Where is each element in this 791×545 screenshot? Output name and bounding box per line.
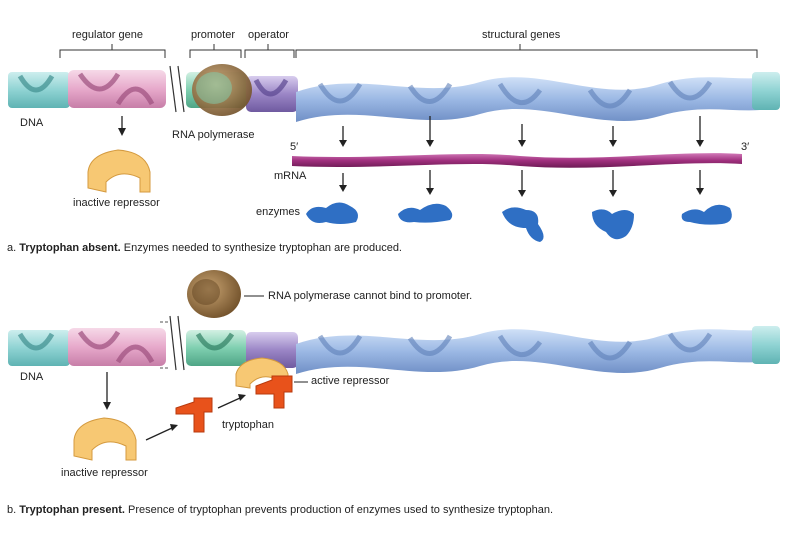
label-active-repressor: active repressor — [311, 375, 390, 387]
inactive-repressor-b — [73, 417, 137, 461]
bracket-promoter — [189, 49, 242, 58]
enzyme-5 — [681, 204, 732, 225]
enzymes-group — [306, 202, 732, 242]
active-repressor — [235, 357, 293, 409]
label-enzymes: enzymes — [256, 206, 301, 218]
label-regulator-gene: regulator gene — [72, 29, 143, 41]
dna-end-right-b — [752, 326, 780, 364]
enzyme-1 — [306, 202, 358, 224]
label-structural-genes: structural genes — [482, 29, 561, 41]
enzyme-3 — [502, 207, 544, 242]
bracket-operator — [244, 49, 295, 58]
enzyme-2 — [398, 203, 453, 223]
dna-end-right-a — [752, 72, 780, 110]
label-five-prime: 5′ — [290, 141, 299, 153]
mrna-strand — [292, 153, 742, 168]
label-rna-polymerase: RNA polymerase — [172, 129, 255, 141]
label-promoter: promoter — [191, 29, 236, 41]
regulator-gene-segment-b — [68, 328, 166, 366]
dna-strand-b — [8, 315, 780, 374]
dna-strand-a — [8, 65, 780, 122]
tryptophan-molecule — [175, 397, 213, 433]
label-mrna: mRNA — [274, 170, 307, 182]
inactive-repressor-a — [87, 149, 151, 193]
label-inactive-repressor-a: inactive repressor — [73, 197, 160, 209]
label-three-prime: 3′ — [741, 141, 750, 153]
label-dna-a: DNA — [20, 117, 44, 129]
label-operator: operator — [248, 29, 289, 41]
enzyme-4 — [592, 209, 634, 240]
caption-b: b. Tryptophan present. Presence of trypt… — [7, 504, 554, 516]
label-rna-polymerase-note: RNA polymerase cannot bind to promoter. — [268, 290, 473, 302]
bracket-structural-genes — [295, 49, 758, 58]
label-inactive-repressor-b: inactive repressor — [61, 467, 148, 479]
label-dna-b: DNA — [20, 371, 44, 383]
regulator-gene-segment-a — [68, 70, 166, 108]
label-tryptophan: tryptophan — [222, 419, 274, 431]
bracket-regulator-gene — [59, 49, 166, 58]
caption-a: a. Tryptophan absent. Enzymes needed to … — [7, 242, 402, 254]
rna-polymerase-b — [187, 270, 241, 318]
